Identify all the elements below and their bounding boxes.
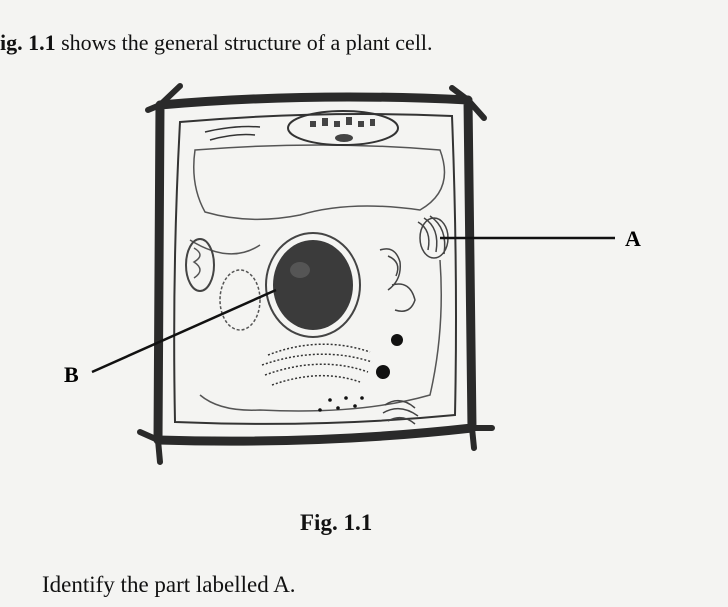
mitochondrion-left xyxy=(185,238,215,292)
membrane-strand xyxy=(204,125,261,141)
figure-reference: ig. 1.1 xyxy=(0,30,56,55)
vacuole-outline xyxy=(193,144,446,221)
endoplasmic-reticulum xyxy=(261,343,373,386)
golgi-lower xyxy=(382,399,419,425)
cell-wall-corners xyxy=(137,83,495,465)
label-line-b xyxy=(91,288,277,374)
chloroplast-top xyxy=(287,110,399,146)
intro-sentence: ig. 1.1 shows the general structure of a… xyxy=(0,30,433,56)
question-text: Identify the part labelled A. xyxy=(42,572,296,597)
cytoplasm-line xyxy=(189,239,442,412)
label-a: A xyxy=(625,226,641,251)
figure-caption: Fig. 1.1 xyxy=(300,510,373,535)
chloroplast-left xyxy=(219,269,261,331)
nuclear-envelope xyxy=(265,232,361,338)
intro-text: shows the general structure of a plant c… xyxy=(55,30,433,55)
ribosomes xyxy=(318,334,403,412)
label-b: B xyxy=(64,362,79,387)
nucleus xyxy=(273,240,353,330)
mitochondria-right xyxy=(379,248,416,312)
chloroplast-grana xyxy=(310,117,375,142)
